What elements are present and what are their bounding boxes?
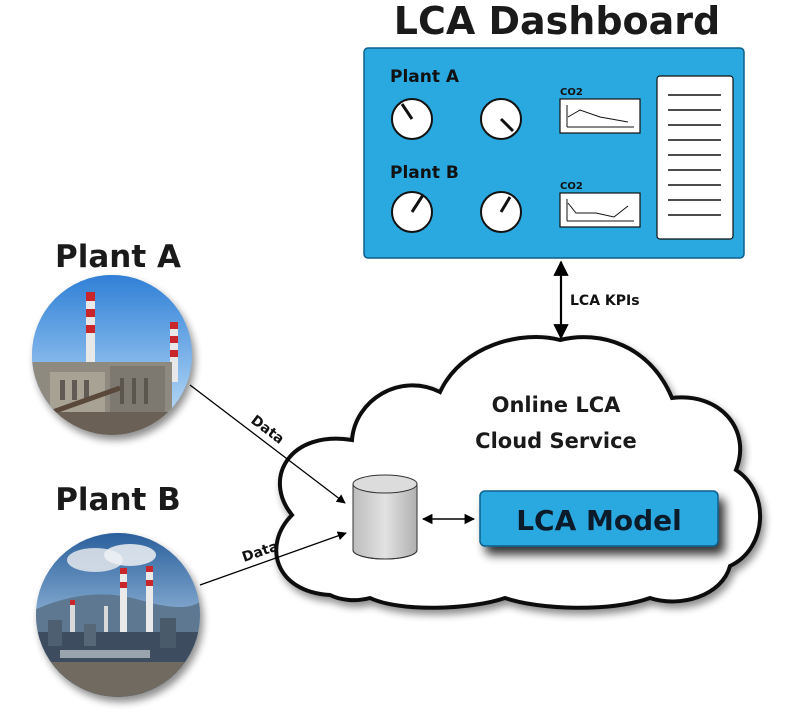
gauge-plant-a-2 (481, 99, 521, 139)
gauge-plant-b-2 (481, 192, 521, 232)
co2-chart-a-label: CO2 (560, 87, 583, 98)
dashboard-plant-b-label: Plant B (390, 163, 459, 183)
data-label-plant-a: Data (248, 412, 287, 447)
plant-b-title: Plant B (55, 482, 181, 518)
report-list-panel (657, 76, 733, 239)
co2-chart-a (560, 99, 640, 133)
lca-model-label: LCA Model (516, 504, 682, 537)
dashboard-title: LCA Dashboard (394, 0, 721, 43)
cloud-title-line2: Cloud Service (475, 429, 637, 453)
cloud-shape (276, 337, 760, 608)
database-icon (353, 475, 417, 559)
dashboard-plant-a-label: Plant A (390, 67, 460, 87)
gauge-plant-a-1 (392, 99, 432, 139)
gauge-plant-b-1 (392, 192, 432, 232)
plant-a-title: Plant A (55, 239, 181, 275)
plant-b-photo (34, 532, 204, 702)
cloud-title-line1: Online LCA (492, 393, 621, 417)
co2-chart-b (560, 193, 640, 227)
co2-chart-b-label: CO2 (560, 181, 583, 192)
data-label-plant-b: Data (240, 539, 280, 566)
plant-a-photo (30, 274, 200, 452)
kpi-label: LCA KPIs (570, 293, 640, 309)
